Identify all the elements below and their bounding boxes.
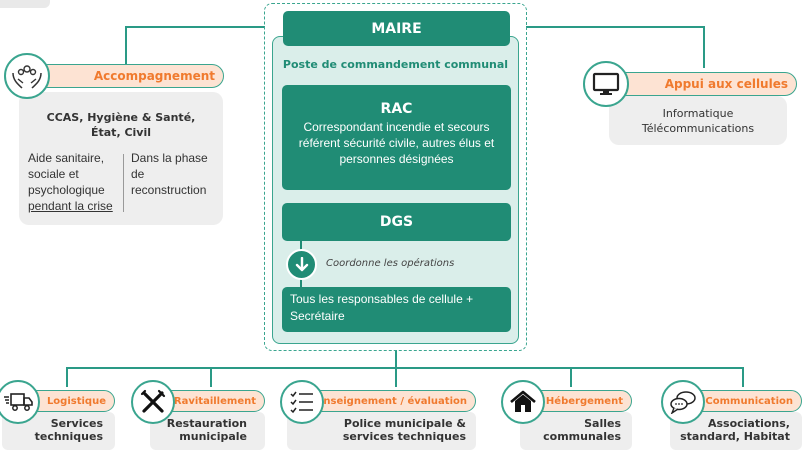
hebergement-line2: communales (543, 430, 621, 443)
monitor-icon (583, 61, 629, 107)
house-icon (501, 380, 545, 424)
renseignement-pill: Renseignement / évaluation (303, 390, 476, 412)
logistique-line1: Services (50, 417, 103, 430)
center-dashed-frame (264, 3, 527, 351)
renseignement-line1: Police municipale & (343, 417, 466, 430)
connector-left-v (125, 26, 127, 66)
accompagnement-title: CCAS, Hygiène & Santé, État, Civil (19, 110, 223, 140)
communication-label: Communication (705, 395, 793, 407)
accompagnement-pill: Accompagnement (36, 64, 224, 88)
accompagnement-card (19, 92, 223, 225)
ravitaillement-line1: Restauration (166, 417, 247, 430)
right-line1: Dans la phase (131, 151, 208, 165)
rac-title: RAC (380, 101, 413, 117)
connector-center-v (395, 350, 397, 368)
connector-bottom-h (66, 367, 743, 369)
hebergement-card (520, 412, 632, 450)
caring-hands-icon (4, 53, 50, 99)
appui-label: Appui aux cellules (664, 77, 788, 91)
dgs-label: DGS (379, 214, 414, 230)
drop-2 (210, 367, 212, 387)
communication-line1: Associations, (707, 417, 790, 430)
responsables-box: Tous les responsables de cellule + Secré… (282, 287, 511, 332)
accompagnement-label: Accompagnement (93, 69, 215, 83)
ravitaillement-text: Restauration municipale (150, 417, 247, 443)
appui-pill: Appui aux cellules (614, 72, 797, 96)
connector-right-h (526, 26, 704, 28)
logistique-text: Services techniques (2, 417, 103, 443)
right-line3: reconstruction (131, 183, 207, 197)
communication-line2: standard, Habitat (680, 430, 790, 443)
fork-knife-icon (131, 380, 175, 424)
responsables-text: Tous les responsables de cellule + Secré… (290, 292, 474, 323)
ravitaillement-label: Ravitaillement (173, 395, 256, 407)
drop-4 (570, 367, 572, 387)
hebergement-pill: Hébergement (531, 390, 632, 412)
accompagnement-divider (123, 154, 124, 212)
right-line2: de (131, 167, 145, 181)
left-line3: psychologique (28, 183, 105, 197)
communication-pill: Communication (685, 390, 802, 412)
rac-box: RAC Correspondant incendie et secours ré… (282, 85, 511, 190)
renseignement-line2: services techniques (342, 430, 466, 443)
truck-icon (0, 380, 40, 424)
left-line2: sociale et (28, 167, 79, 181)
dgs-box: DGS (282, 203, 511, 241)
communication-text: Associations, standard, Habitat (670, 417, 790, 443)
renseignement-card (287, 412, 476, 450)
accompagnement-title-line1: CCAS, Hygiène & Santé, (46, 111, 196, 124)
logistique-label: Logistique (46, 395, 106, 407)
accompagnement-title-line2: État, Civil (90, 126, 152, 139)
maire-box: MAIRE (283, 11, 510, 46)
connector-right-v (703, 26, 705, 68)
ravitaillement-line2: municipale (179, 430, 247, 443)
renseignement-text: Police municipale & services techniques (287, 417, 466, 443)
appui-text: Informatique Télécommunications (609, 106, 787, 136)
speech-bubbles-icon (661, 380, 705, 424)
hebergement-text: Salles communales (520, 417, 621, 443)
connector-left-h (125, 26, 265, 28)
maire-label: MAIRE (371, 20, 422, 37)
arrow-down-icon (286, 249, 317, 280)
logistique-line2: techniques (34, 430, 103, 443)
accompagnement-left-text: Aide sanitaire, sociale et psychologique… (28, 150, 113, 214)
accompagnement-right-text: Dans la phase de reconstruction (131, 150, 208, 198)
ravitaillement-card (150, 412, 265, 450)
pcc-title: Poste de commandement communal (282, 58, 509, 71)
corner-tab (0, 0, 50, 8)
drop-5 (742, 367, 744, 387)
checklist-icon (280, 380, 324, 424)
appui-line2: Télécommunications (641, 122, 755, 135)
rac-description: Correspondant incendie et secours référe… (298, 120, 495, 166)
drop-1 (66, 367, 68, 387)
drop-3 (395, 367, 397, 387)
hebergement-line1: Salles (584, 417, 621, 430)
hebergement-label: Hébergement (545, 395, 623, 407)
renseignement-label: Renseignement / évaluation (308, 395, 467, 407)
coordinate-label: Coordonne les opérations (326, 258, 455, 269)
left-line1: Aide sanitaire, (28, 151, 105, 165)
appui-line1: Informatique (662, 107, 734, 120)
left-line4: pendant la crise (28, 199, 113, 213)
appui-card (609, 96, 787, 145)
